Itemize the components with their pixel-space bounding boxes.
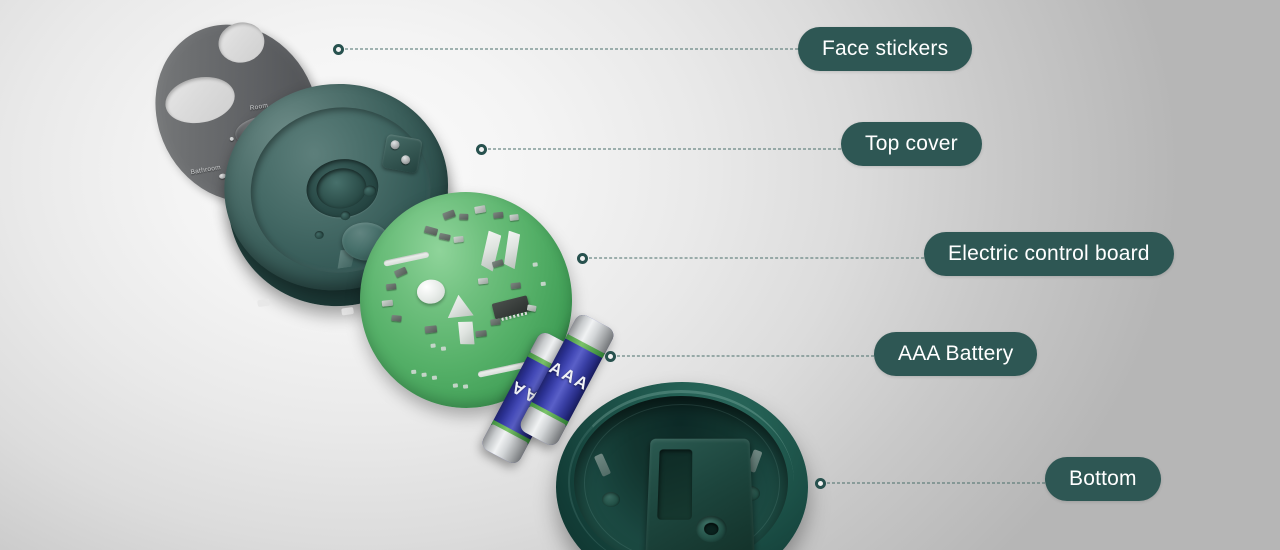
pcb-smd [491, 259, 504, 268]
cover-screw-1 [389, 139, 401, 150]
pcb-pad [421, 372, 427, 378]
pcb-pad [532, 262, 538, 267]
label-electric-control-board[interactable]: Electric control board [924, 232, 1174, 276]
pcb-pad [540, 281, 546, 287]
pcb-pad [452, 383, 459, 388]
leader-bottom [815, 477, 1045, 489]
cover-vent-dot-2 [339, 210, 351, 221]
pcb-smd [424, 325, 438, 334]
pcb-pad [411, 369, 417, 375]
bottom-rim-highlight [568, 390, 794, 550]
pcb-pad [430, 343, 436, 348]
pcb-battery-clip-3 [445, 293, 474, 322]
leader-dash-top-cover [488, 148, 841, 150]
pcb-slot-1 [383, 251, 430, 267]
cover-terminal-block [381, 133, 423, 174]
pcb-smd [391, 314, 402, 322]
pcb-smd [509, 214, 519, 221]
label-text-top-cover: Top cover [865, 132, 958, 155]
leader-dash-electric-control-board [589, 257, 924, 259]
pcb-pad [440, 346, 447, 351]
cover-notch-2 [341, 306, 355, 316]
pcb-pad [462, 384, 469, 389]
leader-dash-bottom [827, 482, 1045, 484]
leader-marker-face-stickers [333, 43, 344, 55]
pcb-smd [442, 209, 456, 221]
leader-dash-face-stickers [345, 48, 798, 50]
label-aaa-battery[interactable]: AAA Battery [874, 332, 1038, 376]
label-text-face-stickers: Face stickers [822, 37, 949, 60]
cover-notch-1 [257, 298, 271, 308]
part-bottom [548, 382, 816, 550]
leader-marker-top-cover [476, 143, 487, 155]
pcb-smd [510, 282, 522, 290]
leader-top-cover [476, 143, 841, 155]
pcb-smd [475, 330, 487, 338]
pcb-battery-clip-2 [504, 230, 521, 269]
pcb-smd [423, 225, 439, 236]
pcb-pad [431, 375, 438, 380]
pcb-smd [453, 235, 464, 243]
label-bottom[interactable]: Bottom [1045, 457, 1161, 501]
label-text-electric-control-board: Electric control board [948, 242, 1150, 265]
pcb-smd [385, 283, 397, 291]
leader-electric-control-board [577, 252, 924, 264]
label-face-stickers[interactable]: Face stickers [798, 27, 973, 71]
label-top-cover[interactable]: Top cover [841, 122, 982, 166]
pcb-smd [474, 205, 487, 214]
cover-screw-2 [400, 154, 411, 166]
leader-dash-aaa-battery [617, 355, 874, 357]
pcb-smd [393, 266, 408, 278]
pcb-smd [477, 277, 489, 285]
leader-marker-aaa-battery [605, 350, 616, 362]
leader-aaa-battery [605, 350, 874, 362]
pcb-capacitor [415, 278, 447, 306]
leader-marker-bottom [815, 477, 826, 489]
label-text-bottom: Bottom [1069, 467, 1137, 490]
cover-vent-dot-3 [314, 230, 325, 240]
pcb-smd [381, 299, 394, 307]
leader-face-stickers [333, 43, 798, 55]
pcb-smd [459, 213, 469, 220]
label-text-aaa-battery: AAA Battery [898, 342, 1014, 365]
leader-marker-electric-control-board [577, 252, 588, 264]
pcb-smd [438, 232, 451, 241]
pcb-smd [490, 318, 501, 326]
pcb-smd [493, 211, 504, 219]
